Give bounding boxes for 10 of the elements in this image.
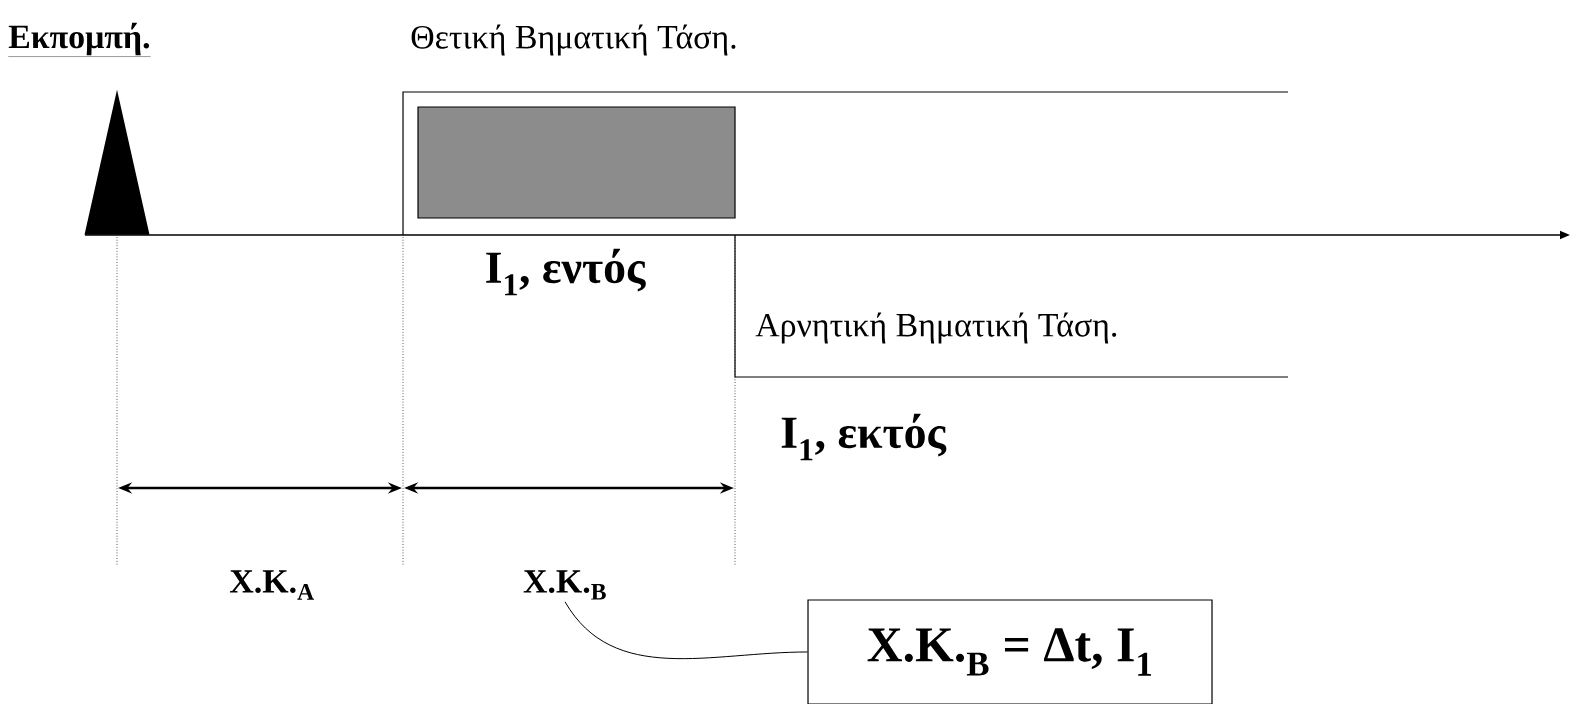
text-label: I$_{1}$, εκτός xyxy=(781,413,947,461)
pulse-triangle xyxy=(84,89,150,235)
text-label: Θετική Βηματική Τάση. xyxy=(411,24,736,56)
leader-line xyxy=(564,601,808,660)
formula-box: Χ.Κ.$_{Β}$ = Δt, I$_{1}$ xyxy=(807,599,1213,704)
text-label: Αρνητική Βηματική Τάση. xyxy=(755,312,1117,344)
heading: Εκπομπή. xyxy=(8,22,151,57)
text-label: Χ.Κ.$_{Α}$ xyxy=(229,570,315,600)
hatched-rectangle xyxy=(417,106,736,219)
text-label: Χ.Κ.$_{Β}$ xyxy=(523,570,606,600)
